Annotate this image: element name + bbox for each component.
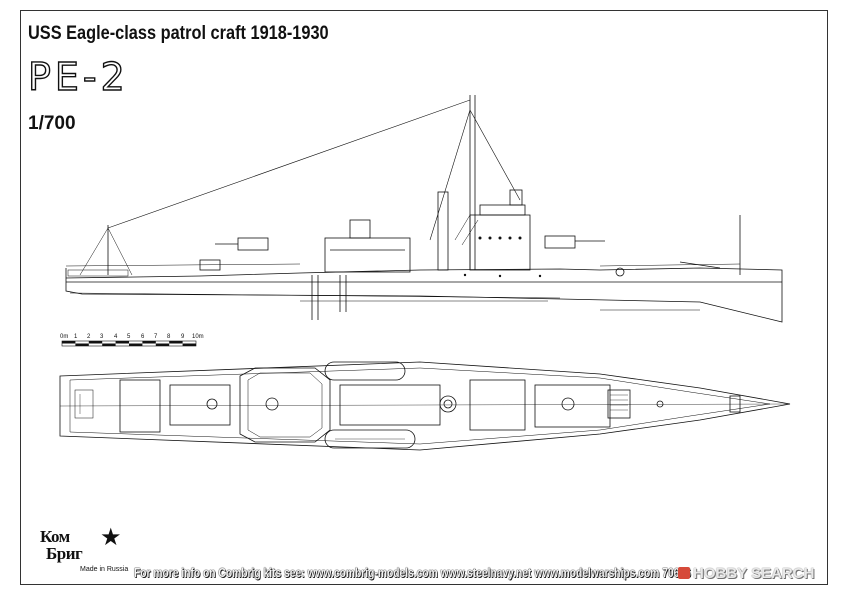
combrig-logo: Ком Бриг ★ Made in Russia: [40, 524, 130, 582]
ruler-label: 5: [127, 334, 131, 340]
side-profile: [65, 95, 783, 323]
made-in-label: Made in Russia: [80, 566, 129, 573]
top-view: [59, 361, 791, 451]
ruler-label: 2: [87, 334, 91, 340]
watermark-logo-icon: [678, 567, 690, 579]
ruler-label: 8: [167, 334, 171, 340]
ruler-label: 3: [100, 334, 104, 340]
sheet-title: USS Eagle-class patrol craft 1918-1930: [28, 23, 329, 44]
footer-info: For more info on Combrig kits see: www.c…: [134, 565, 691, 580]
scale-label: 1/700: [28, 113, 76, 134]
drawing-frame: [20, 10, 828, 585]
ruler-labels: 0m 1 2 3 4 5 6 7 8 9 10m: [60, 334, 204, 340]
ruler-label: 6: [141, 334, 145, 340]
watermark-text: HOBBY SEARCH: [693, 565, 815, 582]
ruler-label: 1: [74, 334, 78, 340]
ruler-label: 4: [114, 334, 118, 340]
hobby-search-watermark: HOBBY SEARCH: [678, 565, 814, 582]
ruler-label: 7: [154, 334, 158, 340]
logo-line2: Бриг: [46, 544, 83, 563]
ruler-label: 10m: [192, 334, 204, 340]
ruler-label: 9: [181, 334, 185, 340]
ruler-label: 0m: [60, 334, 68, 340]
logo-line1: Ком: [40, 527, 70, 546]
model-code: PE-2: [27, 55, 129, 99]
scale-ruler: [61, 340, 197, 347]
star-icon: ★: [100, 524, 122, 551]
